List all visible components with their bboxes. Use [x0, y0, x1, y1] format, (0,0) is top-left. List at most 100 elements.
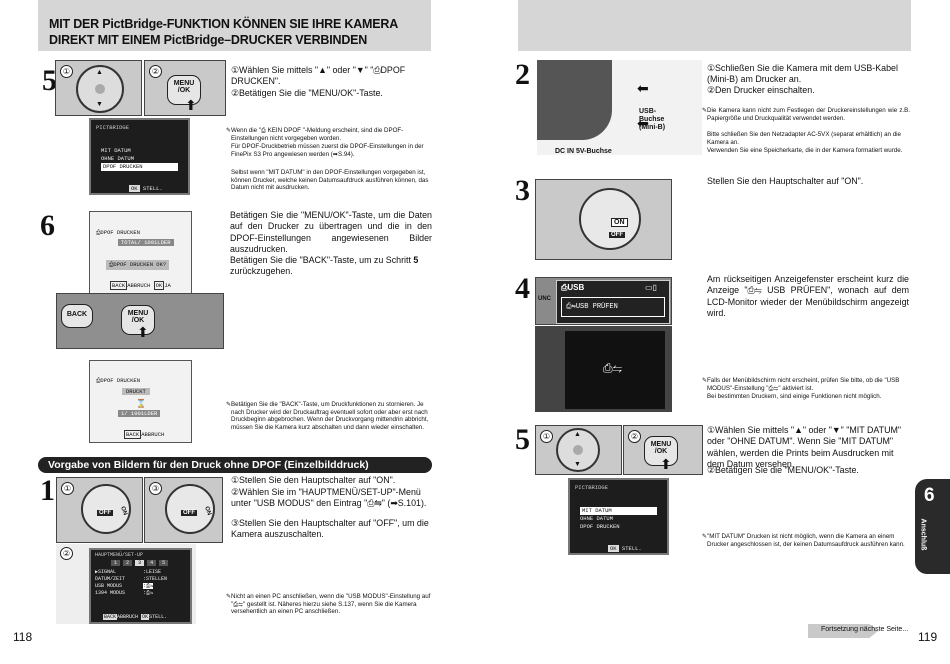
back-button-icon: BACK: [61, 304, 93, 328]
step-4-note-1: Falls der Menübildschirm nicht erscheint…: [707, 377, 900, 392]
continue-arrow-icon: [808, 624, 878, 638]
menu-rows: ▶SIGNAL:LEISE DATUM/ZEIT:STELLEN USB MOD…: [91, 566, 190, 597]
chapter-tab-number: 6: [924, 485, 935, 506]
menu-ok-button-icon: MENU/OK: [167, 75, 201, 105]
step-1-lcd-setup-menu: HAUPTMENÜ/SET-UP 1 2 3 4 5 ▶SIGNAL:LEISE…: [89, 548, 192, 624]
menu-row: 1394 MODUS:⎙⇋: [95, 590, 154, 596]
step-4-number: 4: [515, 272, 530, 305]
step-3-dial-photo: ON OFF: [535, 179, 672, 260]
lcd-item-dpof-drucken: DPOF DRUCKEN: [580, 523, 620, 530]
chapter-tab-label: Anschluß: [919, 518, 927, 551]
step-2-usb-photo: ⬅ ⬅ USB- Buchse (Mini-B) DC IN 5V-Buchse: [537, 60, 702, 155]
lcd-item-ohne-datum: OHNE DATUM: [101, 155, 135, 162]
step-1-panel-1-label: ①: [61, 482, 74, 495]
menu-tab: 3: [135, 560, 145, 566]
step-2-note-1: Die Kamera kann nicht zum Festlegen der …: [707, 107, 910, 122]
step-2-note-2: Bitte schließen Sie den Netzadapter AC-5…: [707, 131, 901, 146]
lcd2-count: 1/ 1001LDER: [118, 410, 161, 417]
step-5r-lcd-pictbridge: PICTBRIDGE MIT DATUM OHNE DATUM DPOF DRU…: [568, 478, 669, 555]
step-2-number: 2: [515, 58, 530, 91]
menu-hints: BACKABBRUCH OKSTELL.: [103, 614, 168, 620]
lcd2-status: DRUCKT: [122, 388, 150, 395]
step-1-note: Nicht an einen PC anschließen, wenn die …: [231, 593, 431, 616]
step-5-panel-2-label: ②: [149, 65, 162, 78]
menu-row: ▶SIGNAL:LEISE: [95, 569, 162, 575]
step-4-top-lcd-photo: UNC ⎙USB ▭▯ ⎙⇋USB PRÜFEN: [535, 277, 672, 325]
power-dial-icon: OFF ON: [81, 484, 131, 534]
step-5r-text-1: ①Wählen Sie mittels "▲" oder "▼" "MIT DA…: [707, 425, 902, 470]
step-6-lcd-confirm: ⎙DPOF DRUCKEN TOTAL/ 1001LDER ⎙DPOF DRUC…: [89, 211, 192, 295]
menu-title: HAUPTMENÜ/SET-UP: [95, 552, 144, 558]
note-icon: ✎: [226, 128, 232, 134]
step-5-panel-1-label: ①: [60, 65, 73, 78]
arrow-icon: ⬆: [660, 456, 672, 472]
step-5-menu-button-photo: ② MENU/OK ⬆: [144, 60, 226, 116]
step-5-note-2: Für DPOF-Druckbetrieb müssen zuerst die …: [231, 143, 424, 158]
arrow-icon: ⬅: [637, 115, 649, 131]
step-1-dial-photo-1: ① OFF ON: [56, 477, 143, 543]
step-1-text-3: ③Stellen Sie den Hauptschalter auf "OFF"…: [231, 518, 429, 540]
step-5r-panel-2-label: ②: [628, 430, 641, 443]
step-4-note-2: Bei bestimmten Druckern, sind einige Fun…: [707, 393, 882, 400]
continue-text: Fortsetzung nächste Seite...: [821, 626, 909, 633]
lcd-usb-check: ⎙⇋USB PRÜFEN: [561, 297, 665, 317]
lcd-item-mit-datum: MIT DATUM: [580, 507, 657, 515]
step-5r-dpad-photo: ① ▲ ▼: [535, 425, 622, 475]
step-5-note-3: Selbst wenn "MIT DATUM" in den DPOF-Eins…: [231, 169, 429, 192]
step-1-text-1: ①Stellen Sie den Hauptschalter auf "ON".: [231, 475, 396, 485]
camera-side-icon: [537, 60, 612, 140]
step-5-number: 5: [42, 64, 57, 97]
step-5-dpad-photo: ① ▲ ▼: [55, 60, 142, 116]
step-6-text-2: Betätigen Sie die "BACK"-Taste, um zu Sc…: [230, 255, 419, 277]
lcd-confirm: ⎙DPOF DRUCKEN OK?: [106, 260, 170, 270]
page-number-right: 119: [918, 630, 938, 644]
step-5r-number: 5: [515, 423, 530, 456]
step-5r-panel-1-label: ①: [540, 430, 553, 443]
arrow-icon: ⬆: [137, 324, 149, 340]
power-dial-icon: ON OFF: [579, 188, 641, 250]
step-6-text: Betätigen Sie die "MENU/OK"-Taste, um di…: [230, 210, 432, 255]
right-header-bar: [518, 0, 911, 51]
side-label: UNC: [538, 296, 551, 302]
menu-tab: 4: [147, 560, 157, 566]
lcd-item-ohne-datum: OHNE DATUM: [580, 515, 614, 522]
step-3-text: Stellen Sie den Hauptschalter auf "ON".: [707, 176, 864, 186]
lcd-menu-list: MIT DATUM OHNE DATUM DPOF DRUCKEN: [91, 147, 188, 171]
menu-tab: 5: [159, 560, 169, 566]
note-icon: ✎: [702, 378, 708, 384]
page-title-line-1: MIT DER PictBridge-FUNKTION KÖNNEN SIE I…: [49, 17, 399, 31]
step-1-panel-3-label: ③: [149, 482, 162, 495]
page-title-line-2: DIREKT MIT EINEM PictBridge–DRUCKER VERB…: [49, 33, 368, 47]
note-icon: ✎: [702, 534, 708, 540]
hourglass-icon: ⌛: [136, 400, 146, 409]
lcd-item-dpof-drucken: DPOF DRUCKEN: [101, 163, 178, 171]
step-6-number: 6: [40, 209, 55, 242]
dc-in-label: DC IN 5V-Buchse: [555, 148, 612, 155]
step-5r-text-2: ②Betätigen Sie die "MENU/OK"-Taste.: [707, 465, 859, 475]
step-5r-note: "MIT DATUM" Drucken ist nicht möglich, w…: [707, 533, 905, 548]
step-5-text-1: ①Wählen Sie mittels "▲" oder "▼" "⎙DPOF …: [231, 65, 406, 87]
step-3-number: 3: [515, 174, 530, 207]
lcd-ok-hint: OK STELL.: [129, 185, 163, 192]
step-5-text-2: ②Betätigen Sie die "MENU/OK"-Taste.: [231, 88, 383, 98]
step-2-text-2: ②Den Drucker einschalten.: [707, 85, 815, 95]
lcd2-title: ⎙DPOF DRUCKEN: [96, 377, 141, 384]
arrow-icon: ⬆: [185, 97, 197, 113]
lcd-header: PICTBRIDGE: [96, 124, 130, 131]
step-1-dial-photo-3: ③ OFF ON: [144, 477, 223, 543]
step-4-text: Am rückseitigen Anzeigefenster erscheint…: [707, 274, 909, 319]
power-dial-icon: OFF ON: [165, 484, 215, 534]
left-page: MIT DER PictBridge-FUNKTION KÖNNEN SIE I…: [13, 0, 432, 644]
usb-socket-label: USB- Buchse (Mini-B): [639, 108, 666, 131]
menu-tabs: 1 2 3 4 5: [91, 560, 190, 566]
arrow-icon: ⬅: [637, 80, 649, 96]
step-5-lcd-pictbridge: PICTBRIDGE MIT DATUM OHNE DATUM DPOF DRU…: [89, 118, 190, 195]
battery-icon: ▭▯: [645, 283, 657, 292]
step-1-panel-2-label: ②: [60, 547, 73, 560]
note-icon: ✎: [226, 402, 232, 408]
menu-tab: 2: [123, 560, 133, 566]
lcd-total: TOTAL/ 1001LDER: [118, 239, 174, 246]
lcd-usb-top: ⎙USB: [561, 283, 585, 292]
